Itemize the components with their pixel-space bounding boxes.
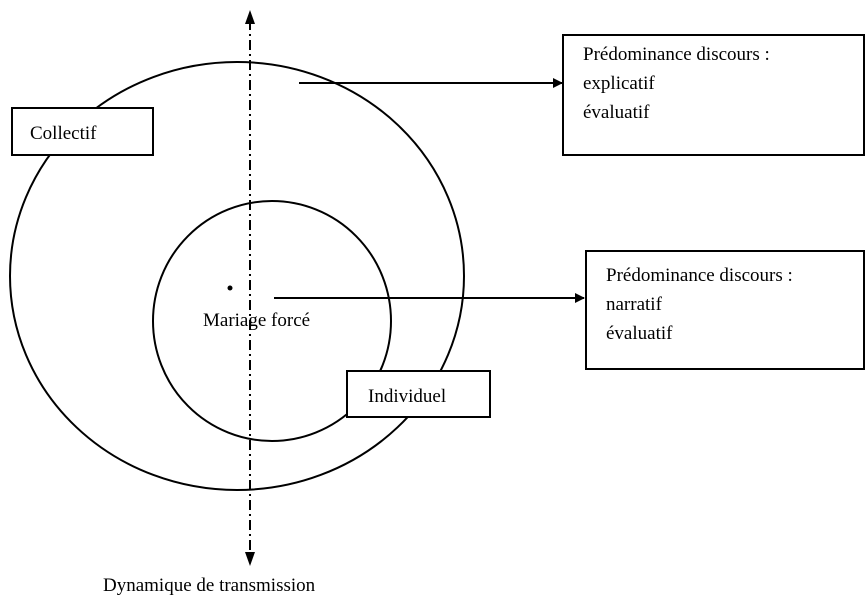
outer-circle-collectif xyxy=(9,61,465,491)
axis-caption: Dynamique de transmission xyxy=(103,575,316,596)
top-box-item-1: explicatif xyxy=(583,73,655,94)
bottom-box-item-1: narratif xyxy=(606,294,662,315)
bottom-discourse-box: Prédominance discours : narratif évaluat… xyxy=(585,250,865,370)
center-dot xyxy=(227,285,233,291)
center-label: Mariage forcé xyxy=(203,310,311,331)
individuel-label: Individuel xyxy=(368,386,447,407)
bottom-box-item-2: évaluatif xyxy=(606,323,673,344)
top-discourse-box: Prédominance discours : explicatif évalu… xyxy=(562,34,865,156)
collectif-label-box: Collectif xyxy=(11,107,154,156)
inner-circle-individuel xyxy=(152,200,392,442)
top-box-item-2: évaluatif xyxy=(583,102,650,123)
axis-arrowhead-up xyxy=(245,10,255,24)
individuel-label-box: Individuel xyxy=(346,370,491,418)
top-box-title: Prédominance discours : xyxy=(583,44,770,65)
bottom-box-title: Prédominance discours : xyxy=(606,265,793,286)
collectif-label: Collectif xyxy=(30,123,97,144)
axis-arrowhead-down xyxy=(245,552,255,566)
